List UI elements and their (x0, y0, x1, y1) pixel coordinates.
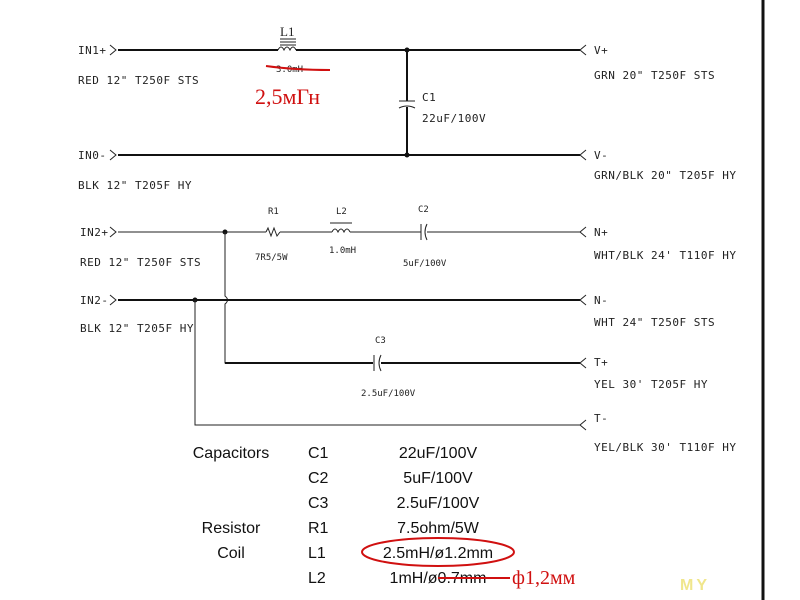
bom-row: Coil L1 2.5mH/ø1.2mm (217, 545, 493, 562)
n-plus-wire: WHT/BLK 24' T110F HY (594, 249, 736, 262)
bom-row: C2 5uF/100V (308, 470, 473, 487)
l1-value: 3.0mH (276, 65, 303, 75)
n-minus-wire: WHT 24" T250F STS (594, 316, 715, 329)
v-minus-wire: GRN/BLK 20" T205F HY (594, 169, 736, 182)
output-arrow-t-plus (579, 357, 587, 369)
r1-ref: R1 (268, 207, 279, 217)
bom-value: 2.5mH/ø1.2mm (383, 545, 493, 562)
junction-dot (404, 152, 410, 158)
in2-plus-wire: RED 12" T250F STS (80, 256, 201, 269)
watermark-logo: MY (680, 577, 710, 594)
v-plus-label: V+ (594, 44, 608, 57)
bom-row: Capacitors C1 22uF/100V (193, 445, 478, 462)
bom-value: 5uF/100V (403, 470, 473, 487)
output-arrow-v-minus (579, 149, 587, 161)
bom-category: Capacitors (193, 445, 269, 462)
bom-table: Capacitors C1 22uF/100V C2 5uF/100V C3 2.5uF/1… (193, 445, 493, 587)
l1-correction: 2,5мГн (255, 84, 320, 109)
bom-ref: L1 (308, 545, 326, 562)
in1-plus-wire: RED 12" T250F STS (78, 74, 199, 87)
inductor-l2-icon (330, 222, 352, 234)
v-minus-label: V- (594, 149, 608, 162)
capacitor-c1-icon (398, 100, 416, 109)
v-plus-wire: GRN 20" T250F STS (594, 69, 715, 82)
c2-value: 5uF/100V (403, 259, 447, 269)
c2-ref: C2 (418, 205, 429, 215)
resistor-r1-icon (265, 226, 281, 238)
input-arrow-in0-minus (109, 149, 117, 161)
capacitor-c2-icon (420, 223, 428, 241)
in2-minus-wire: BLK 12" T205F HY (80, 322, 194, 335)
c1-ref: C1 (422, 91, 436, 104)
n-plus-label: N+ (594, 226, 608, 239)
wire-t-minus (194, 300, 580, 426)
l1-ref: L1 (280, 24, 294, 39)
n-minus-label: N- (594, 294, 608, 307)
input-arrow-in1-plus (109, 44, 117, 56)
bom-ref: C2 (308, 470, 329, 487)
t-plus-wire: YEL 30' T205F HY (594, 378, 708, 391)
output-arrow-t-minus (579, 419, 587, 431)
input-arrow-in2-plus (109, 226, 117, 238)
output-arrow-n-plus (579, 226, 587, 238)
c3-value: 2.5uF/100V (361, 389, 416, 399)
in0-minus-wire: BLK 12" T205F HY (78, 179, 192, 192)
bom-row: Resistor R1 7.5ohm/5W (202, 520, 480, 537)
bom-value: 22uF/100V (399, 445, 478, 462)
l2-correction: ф1,2мм (512, 567, 576, 589)
in0-minus-label: IN0- (78, 149, 107, 162)
junction-dot (404, 47, 410, 53)
output-arrow-v-plus (579, 44, 587, 56)
capacitor-c3-icon (373, 354, 382, 372)
l1-highlight-circle (361, 537, 515, 567)
bom-ref: L2 (308, 570, 326, 587)
t-minus-wire: YEL/BLK 30' T110F HY (594, 441, 736, 454)
bom-ref: C3 (308, 495, 329, 512)
in2-minus-label: IN2- (80, 294, 109, 307)
bom-ref: C1 (308, 445, 329, 462)
bom-category: Resistor (202, 520, 261, 537)
c1-value: 22uF/100V (422, 112, 486, 125)
in2-plus-label: IN2+ (80, 226, 109, 239)
l2-ref: L2 (336, 207, 347, 217)
r1-value: 7R5/5W (255, 253, 288, 263)
c3-ref: C3 (375, 336, 386, 346)
bom-row: C3 2.5uF/100V (308, 495, 480, 512)
inductor-l1-icon (277, 38, 297, 52)
l2-value: 1.0mH (329, 246, 356, 256)
bom-category: Coil (217, 545, 245, 562)
bom-value: 2.5uF/100V (397, 495, 480, 512)
bom-ref: R1 (308, 520, 329, 537)
t-minus-label: T- (594, 412, 608, 425)
in1-plus-label: IN1+ (78, 44, 107, 57)
bom-value: 7.5ohm/5W (397, 520, 480, 537)
t-plus-label: T+ (594, 356, 608, 369)
input-arrow-in2-minus (109, 294, 117, 306)
l1-strikethrough (265, 65, 331, 71)
output-arrow-n-minus (579, 294, 587, 306)
